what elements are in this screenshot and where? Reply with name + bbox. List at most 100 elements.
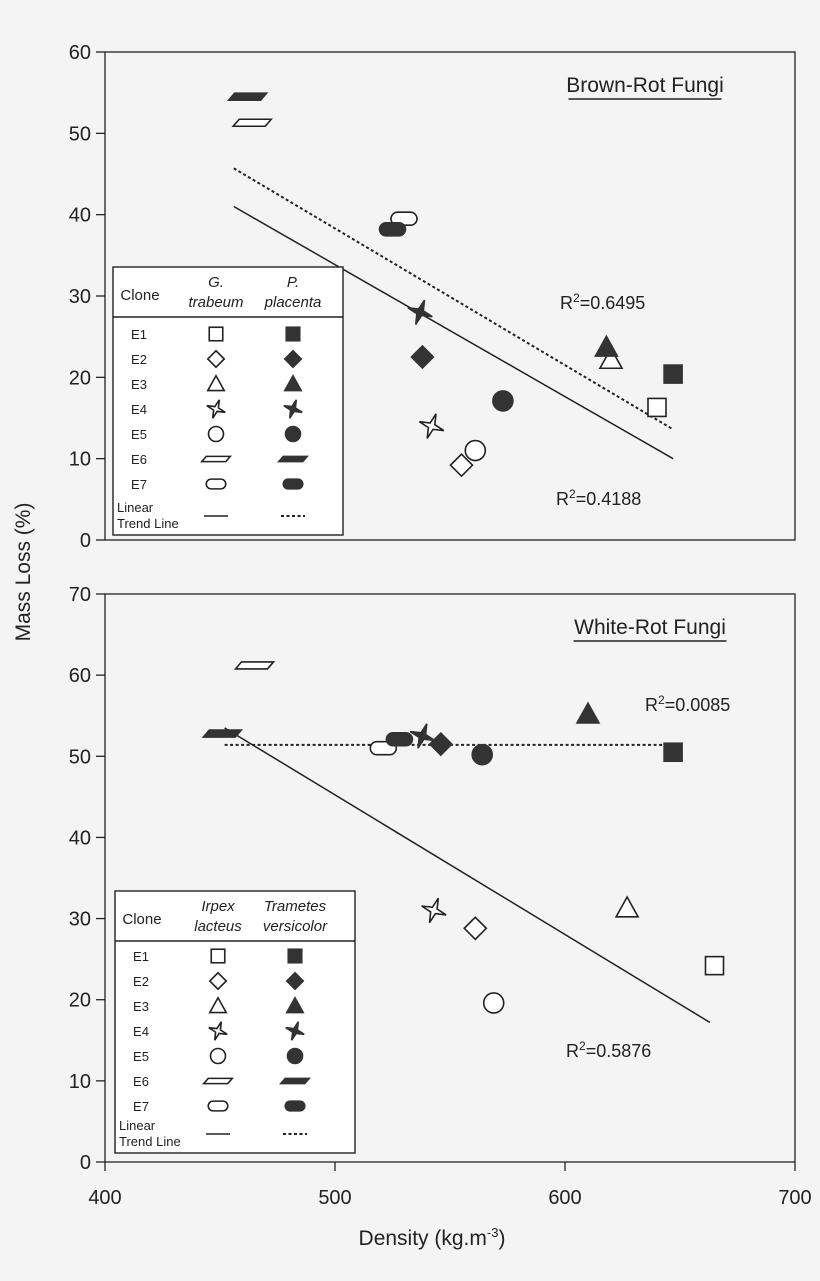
legend-symbol-e2-filled — [285, 971, 305, 991]
legend-symbol-e3-filled — [285, 996, 305, 1014]
r-squared-label: R2=0.6495 — [560, 291, 645, 313]
data-point-e1 — [647, 397, 667, 418]
legend-clone-header: Clone — [122, 911, 161, 928]
y-tick-label: 20 — [69, 367, 91, 389]
r-squared-label: R2=0.0085 — [645, 693, 730, 715]
x-tick-label: 500 — [318, 1187, 351, 1209]
x-axis-title: Density (kg.m-3) — [359, 1225, 506, 1250]
x-tick-label: 400 — [88, 1187, 121, 1209]
data-point-e4 — [407, 299, 433, 325]
x-tick-label: 700 — [778, 1187, 811, 1209]
legend-symbol-e6-open — [202, 1077, 234, 1085]
legend-clone-label: E7 — [133, 1099, 149, 1114]
data-point-e4 — [418, 413, 445, 439]
legend-symbol-e4-filled — [283, 399, 303, 419]
trend-line — [224, 727, 711, 1024]
legend-symbol-e4-open — [206, 399, 226, 419]
y-tick-label: 20 — [69, 990, 91, 1012]
legend-clone-label: E4 — [131, 402, 147, 417]
legend-clone-label: E1 — [133, 949, 149, 964]
legend-col1-header: trabeum — [188, 294, 243, 311]
panel-white-rot: 0 10 20 30 40 50 60 70 400 500 600 700 White-Rot Fun… — [69, 584, 812, 1209]
plot-frame — [104, 593, 796, 1163]
legend-clone-header: Clone — [120, 287, 159, 304]
data-point-e7 — [378, 222, 407, 237]
y-tick-label: 50 — [69, 123, 91, 145]
data-point-e2 — [463, 916, 488, 941]
y-tick-label: 60 — [69, 42, 91, 64]
y-tick-label: 60 — [69, 665, 91, 687]
legend-symbol-e4-filled — [285, 1021, 305, 1041]
panel-title: White-Rot Fungi — [574, 616, 726, 639]
data-point-e6 — [201, 729, 244, 738]
y-axis-title: Mass Loss (%) — [12, 503, 35, 642]
data-point-e4 — [409, 723, 436, 749]
legend-col2-header: P. — [287, 274, 299, 291]
data-point-e4 — [421, 897, 447, 924]
legend-clone-label: E3 — [131, 377, 147, 392]
data-point-e3 — [614, 895, 640, 918]
legend-trend-label: Linear — [119, 1118, 156, 1133]
data-point-e2 — [428, 731, 453, 757]
legend-col1-header: G. — [208, 274, 224, 291]
legend-box — [114, 890, 356, 1154]
legend-symbol-e3-filled — [283, 374, 303, 392]
legend-symbol-e7-filled — [284, 1100, 306, 1112]
y-tick-label: 30 — [69, 909, 91, 931]
legend-symbol-e6-open — [200, 455, 232, 463]
legend-symbol-e6-filled — [279, 1077, 311, 1085]
legend-symbol-e2-open — [206, 349, 226, 369]
legend-col2-header: versicolor — [263, 918, 328, 935]
legend-symbol-e1-filled — [285, 326, 301, 342]
legend-col2-header: Trametes — [264, 898, 327, 915]
legend-symbol-e4-open — [208, 1021, 228, 1041]
legend-symbol-e7-open — [205, 478, 227, 490]
legend-trend-label: Trend Line — [119, 1134, 181, 1149]
y-tick-label: 50 — [69, 746, 91, 768]
data-point-e3 — [598, 346, 624, 370]
legend-symbol-e2-filled — [283, 349, 303, 369]
data-point-e7 — [385, 731, 414, 747]
data-point-e3 — [594, 334, 619, 357]
data-point-e2 — [449, 453, 474, 478]
legend-symbol-e5-open — [209, 1047, 227, 1065]
legend-trend-label: Trend Line — [117, 516, 179, 531]
legend-clone-label: E6 — [131, 452, 147, 467]
legend-clone-label: E6 — [133, 1074, 149, 1089]
y-tick-label: 0 — [80, 530, 91, 552]
panel-title: Brown-Rot Fungi — [566, 74, 724, 97]
legend-symbol-e6-filled — [277, 455, 309, 463]
data-point-e5 — [482, 992, 505, 1014]
legend-clone-label: E5 — [133, 1049, 149, 1064]
data-point-e1 — [663, 742, 683, 763]
legend-symbol-e5-filled — [286, 1047, 304, 1065]
legend-symbol-e1-filled — [287, 948, 303, 964]
legend-clone-label: E2 — [133, 974, 149, 989]
legend-symbol-e2-open — [208, 971, 228, 991]
y-tick-label: 10 — [69, 449, 91, 471]
data-point-e5 — [471, 743, 494, 766]
y-tick-label: 10 — [69, 1071, 91, 1093]
shared-axis-labels: Density (kg.m-3) Mass Loss (%) — [12, 503, 505, 1250]
data-point-e6 — [231, 118, 273, 128]
r-squared-label: R2=0.5876 — [566, 1039, 651, 1061]
legend-symbol-e7-open — [207, 1100, 229, 1112]
legend-col1-header: lacteus — [194, 918, 242, 935]
legend-symbol-e3-open — [208, 996, 228, 1014]
legend-symbol-e5-open — [207, 425, 225, 443]
data-point-e5 — [492, 390, 514, 412]
y-tick-label: 70 — [69, 584, 91, 606]
data-point-e3 — [575, 701, 601, 724]
data-point-e6 — [233, 661, 276, 670]
y-tick-label: 0 — [80, 1152, 91, 1174]
data-point-e6 — [226, 92, 269, 102]
trend-line — [233, 205, 674, 460]
legend-symbol-e1-open — [210, 948, 226, 964]
x-tick-label: 600 — [548, 1187, 581, 1209]
legend-symbol-e3-open — [206, 374, 226, 392]
legend-symbol-e7-filled — [282, 478, 304, 490]
legend-clone-label: E5 — [131, 427, 147, 442]
y-tick-label: 40 — [69, 827, 91, 849]
